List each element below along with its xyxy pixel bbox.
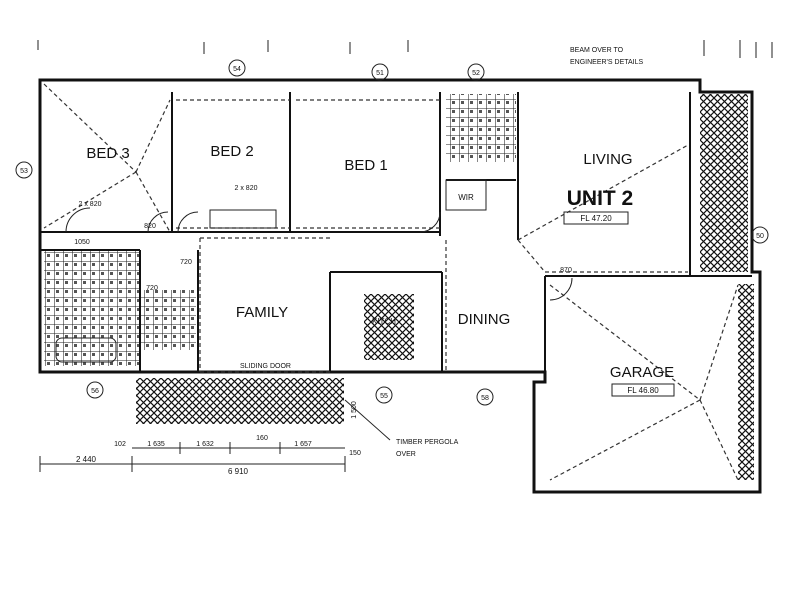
laundry-tiles bbox=[140, 290, 196, 350]
garage-floor-level: FL 46.80 bbox=[627, 386, 659, 395]
marker-7: 55 bbox=[380, 393, 388, 400]
top-ticks bbox=[37, 40, 773, 58]
garage-level-box bbox=[611, 383, 675, 397]
dim-2440: 2 440 bbox=[76, 455, 97, 464]
dim-1500: 1 500 bbox=[351, 401, 358, 419]
dim-1632: 1 632 bbox=[196, 441, 214, 448]
room-label-kitchen: KITCH bbox=[372, 317, 396, 326]
dim-6910: 6 910 bbox=[228, 467, 249, 476]
marker-1: 54 bbox=[233, 66, 241, 73]
room-label-family: FAMILY bbox=[236, 304, 288, 321]
room-label-bed3: BED 3 bbox=[86, 145, 129, 162]
dim-2x820-bed3: 2 x 820 bbox=[79, 201, 102, 208]
dim-150: 150 bbox=[349, 450, 361, 457]
kitchen-bench bbox=[364, 294, 414, 360]
bathroom-tiles bbox=[44, 250, 140, 366]
dim-870: 870 bbox=[560, 267, 572, 274]
beam-note-line2: ENGINEER'S DETAILS bbox=[570, 59, 643, 66]
room-label-garage: GARAGE bbox=[610, 364, 674, 381]
marker-4: 53 bbox=[20, 168, 28, 175]
dim-1657: 1 657 bbox=[294, 441, 312, 448]
dimension-lines bbox=[39, 399, 391, 472]
ensuite-tiles bbox=[446, 94, 516, 162]
dim-2x820-bed2: 2 x 820 bbox=[235, 185, 258, 192]
marker-5: 50 bbox=[756, 233, 764, 240]
dim-160: 160 bbox=[256, 435, 268, 442]
dim-720-b: 720 bbox=[180, 259, 192, 266]
dim-720-a: 720 bbox=[146, 285, 158, 292]
room-label-wir: WIR bbox=[458, 193, 474, 202]
dim-820: 820 bbox=[144, 223, 156, 230]
garage-shelving bbox=[738, 284, 754, 480]
grid-markers bbox=[15, 59, 769, 406]
sliding-door-note: SLIDING DOOR bbox=[240, 363, 291, 370]
marker-6: 56 bbox=[91, 388, 99, 395]
hatched-panel-right bbox=[700, 94, 748, 272]
dim-1050: 1050 bbox=[74, 239, 90, 246]
room-label-bed2: BED 2 bbox=[210, 143, 253, 160]
pergola-note-line1: TIMBER PERGOLA bbox=[396, 439, 459, 446]
room-label-dining: DINING bbox=[458, 311, 511, 328]
pergola-note-line2: OVER bbox=[396, 451, 416, 458]
pergola-hatch bbox=[136, 378, 344, 424]
living-floor-level: FL 47.20 bbox=[580, 214, 612, 223]
dim-102: 102 bbox=[114, 441, 126, 448]
unit-label: UNIT 2 bbox=[567, 187, 634, 210]
room-label-bed1: BED 1 bbox=[344, 157, 387, 174]
living-level-box bbox=[563, 211, 629, 225]
marker-3: 52 bbox=[472, 70, 480, 77]
marker-2: 51 bbox=[376, 70, 384, 77]
dim-1635: 1 635 bbox=[147, 441, 165, 448]
room-label-living: LIVING bbox=[583, 151, 632, 168]
door-swings bbox=[55, 207, 573, 363]
beam-note-line1: BEAM OVER TO bbox=[570, 47, 624, 54]
marker-8: 58 bbox=[481, 395, 489, 402]
